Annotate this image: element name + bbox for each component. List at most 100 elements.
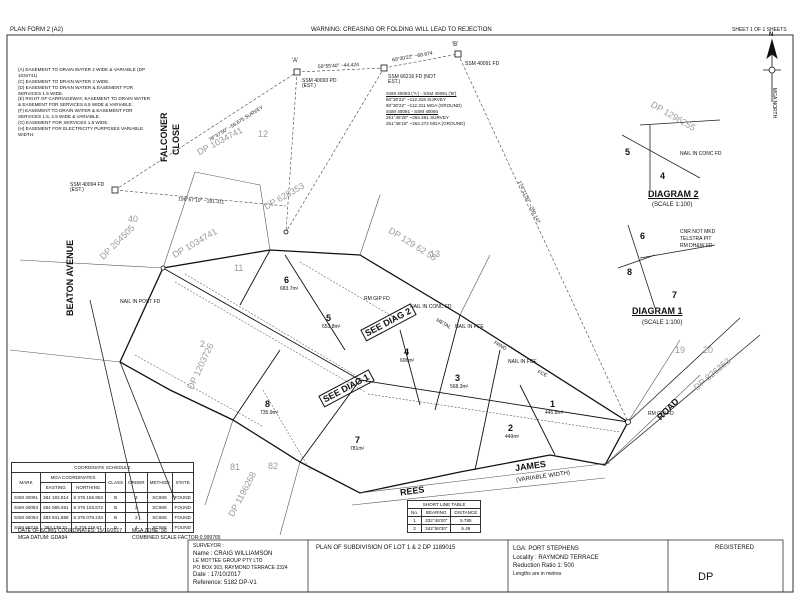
registered-label: REGISTERED [715, 545, 755, 551]
rm-gip-label: RM GIP FD [364, 296, 390, 302]
diagram-2-lot-4: 4 [660, 171, 666, 181]
lot-8-number: 8 [265, 399, 271, 409]
table-cell: SCIMS [146, 502, 173, 513]
rm-gip-label-2: RM GIP FD [648, 411, 674, 417]
table-cell: 384 085.081 [40, 502, 72, 513]
diagram-1-note-2: TELSTRA PIT [680, 236, 712, 242]
combined-scale-factor: COMBINED SCALE FACTOR:0.999765 [132, 535, 221, 541]
adjoining-lot-13: 13 [430, 249, 441, 259]
table-cell: 6 376 156.953 [70, 492, 106, 503]
sheet-number: SHEET 1 OF 1 SHEETS [732, 27, 787, 33]
table-cell: SSM 66216 [10, 522, 42, 533]
coordinate-schedule-table: COORDINATE SCHEDULE MARK MGA COORDINATES… [10, 462, 194, 533]
table-cell: SCIMS [146, 512, 173, 523]
table-row: SSM 40093 384 085.081 6 376 103.672 B 2 … [10, 502, 194, 513]
lot-7-area: 781m² [350, 446, 365, 452]
table-cell: 2 [125, 512, 148, 523]
lot-6-number: 6 [284, 275, 290, 285]
table-cell: 2 [406, 524, 423, 533]
adjoining-lot-82: 82 [268, 461, 279, 471]
lot-5-area: 653.8m² [322, 324, 341, 330]
diagram-1-scale: (SCALE 1:100) [642, 320, 683, 326]
coord-header-northing: NORTHING [70, 482, 106, 493]
mark-b-label: 'B' [452, 42, 459, 48]
dp-label: DP [698, 571, 714, 583]
adjoining-lot-20: 20 [703, 345, 714, 355]
table-cell: SSM 40091 [10, 492, 42, 503]
plan-form-label: PLAN FORM 2 (A2) [10, 27, 64, 33]
coord-header-class: CLASS [104, 472, 127, 493]
lot-1-number: 1 [550, 399, 556, 409]
table-cell: B [104, 492, 127, 503]
easement-note: (F) EASEMENT TO DRAIN WATER & EASEMENT F… [18, 108, 133, 119]
ssm40093-label: SSM 40093 PD (EST.) [302, 78, 337, 89]
adjoining-lot-81: 81 [230, 462, 241, 472]
diagram-2-title: DIAGRAM 2 [648, 189, 699, 199]
table-cell: 2 [125, 492, 148, 503]
lot-6-area: 683.7m² [280, 286, 299, 292]
scims-date: DATE OF SCIMS COORDINATES: 15/10/2017 [18, 528, 123, 534]
lot-4-number: 4 [404, 347, 410, 357]
ssm66216-label: SSM 66216 FD (NOT EST.) [388, 74, 436, 85]
lot-2-number: 2 [508, 423, 514, 433]
lot-8-area: 735.9m² [260, 410, 279, 416]
survey-reference: Reference: 5182 DP-V1 [193, 580, 257, 587]
table-cell: 6 376 119.67 [70, 522, 106, 533]
lot-7-number: 7 [355, 435, 361, 445]
table-cell: 6 376 103.672 [70, 502, 106, 513]
subject-land-boundary [119, 249, 629, 494]
ssm-bearing-summary: SSM 40093 ('A') - SSM 40091 ('B') 60°30'… [386, 91, 465, 127]
surveyor-block: SURVEYOR : Name : CRAIG WILLIAMSON LE MO… [193, 543, 305, 588]
easement-note: (E) RIGHT OF CARRIAGEWAY, EASEMENT TO DR… [18, 96, 151, 108]
ssm-info-line: 60°30'22" ~112.311 MGA (GROUND) [386, 102, 462, 108]
table-cell: 342°58'30" [421, 524, 452, 533]
table-cell: FOUND [171, 502, 194, 513]
table-row: 1 332°48'20" 5.785 [406, 516, 482, 525]
table-cell: SSM 40093 [10, 502, 42, 513]
table-cell: 5.785 [450, 516, 482, 525]
diagram-1-note-1: CNR NOT MKD [680, 229, 716, 235]
easement-note: (G) EASEMENT FOR SERVICES 1.5 WIDE. [18, 119, 109, 125]
table-cell: 1 [406, 516, 423, 525]
easement-lines [134, 261, 621, 471]
diagram-1-title: DIAGRAM 1 [632, 306, 683, 316]
street-falconer: FALCONER [159, 112, 169, 163]
locality: Locality : RAYMOND TERRACE [513, 554, 599, 561]
diagram-1-lot-8: 8 [627, 267, 633, 277]
adjoining-lot-2: 2 [200, 339, 206, 349]
table-cell: FOUND [171, 492, 194, 503]
table-cell: 332°48'20" [421, 516, 452, 525]
short-line-header: No. [406, 508, 423, 517]
table-cell: SSM 40094 [10, 512, 42, 523]
north-arrow-letter: N [769, 32, 774, 38]
reduction-ratio: Reduction Ratio 1: 500 [513, 563, 575, 570]
table-row: SSM 40094 383 941.888 6 376 076.234 B 2 … [10, 512, 194, 523]
easement-note: (H) EASEMENT FOR ELECTRICITY PURPOSES VA… [18, 125, 144, 137]
north-arrow-label: MGA NORTH [771, 88, 777, 119]
surveyor-firm: LE MOTTEE GROUP PTY LTD [193, 557, 263, 564]
surveyor-heading: SURVEYOR : [193, 543, 224, 549]
diagram-2-nail: NAIL IN CONC FD [680, 151, 722, 157]
adjoining-parcel-lines [9, 171, 701, 536]
lengths-note: Lengths are in metres [513, 571, 562, 578]
short-line-table: SHORT LINE TABLE No. BEARING DISTANCE 1 … [406, 500, 482, 533]
mark-a-label: 'A' [292, 58, 299, 64]
easement-notes: (A) EASEMENT TO DRAIN WATER 2 WIDE & VAR… [18, 67, 153, 138]
diagram-2-linework [621, 119, 721, 190]
ssm-info-line: SSM 40093 ('A') - SSM 40091 ('B') [386, 91, 457, 96]
table-cell: 2 [125, 502, 148, 513]
coord-header-group: MGA COORDINATES [40, 472, 106, 483]
table-cell: FOUND [171, 522, 194, 533]
location-block: LGA: PORT STEPHENS Locality : RAYMOND TE… [513, 545, 599, 578]
coord-header-method: METHOD [146, 472, 173, 493]
easement-note: (A) EASEMENT TO DRAIN WATER 2 WIDE & VAR… [18, 67, 145, 78]
diagram-1-lot-7: 7 [672, 290, 678, 300]
short-line-title: SHORT LINE TABLE [406, 500, 482, 509]
lot-division-lines [162, 249, 629, 471]
table-cell: D [104, 522, 127, 533]
table-cell: 383 941.888 [40, 512, 72, 523]
ssm40094-label: SSM 40094 FD (EST.) [70, 182, 105, 193]
short-line-header: DISTANCE [450, 508, 482, 517]
coord-header-mark: MARK [10, 472, 42, 493]
